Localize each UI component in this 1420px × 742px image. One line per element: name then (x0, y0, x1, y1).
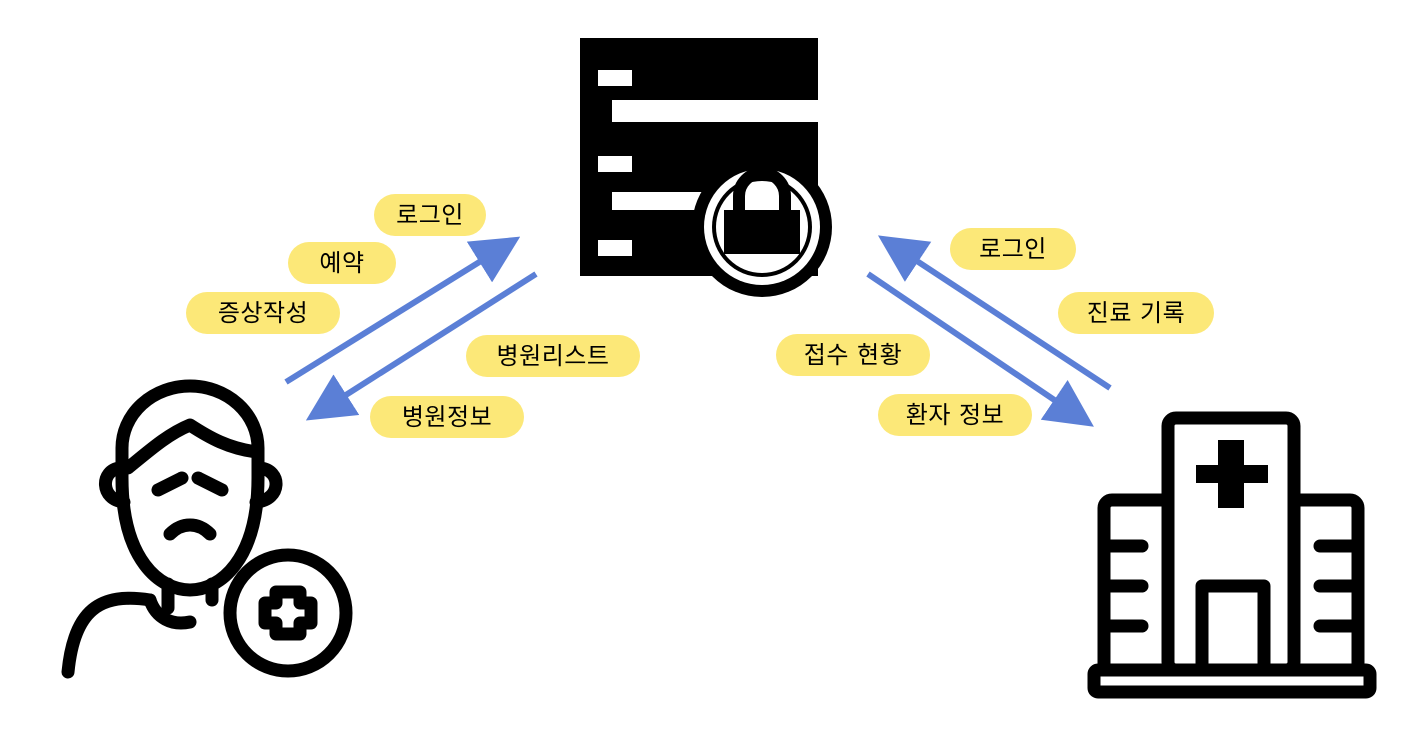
hospital-building-icon (1087, 411, 1377, 699)
label-patient-reservation: 예약 (288, 242, 396, 284)
sick-patient-icon (61, 379, 353, 679)
label-patient-info: 환자 정보 (878, 394, 1032, 436)
label-patient-login: 로그인 (374, 194, 486, 236)
label-treatment-record: 진료 기록 (1058, 292, 1214, 334)
secure-server-icon (580, 38, 832, 297)
arrow-server-to-patient (305, 271, 538, 421)
arrow-hospital-to-server (877, 235, 1112, 391)
arrow-patient-to-server (284, 236, 521, 385)
label-reception-status: 접수 현황 (776, 334, 930, 376)
label-hospital-info: 병원정보 (370, 396, 524, 438)
label-hospital-login: 로그인 (950, 228, 1076, 270)
label-hospital-list: 병원리스트 (466, 335, 640, 377)
hospital-cross-icon (1196, 440, 1268, 508)
label-patient-symptom-entry: 증상작성 (186, 292, 340, 334)
arrow-server-to-hospital (866, 271, 1094, 427)
